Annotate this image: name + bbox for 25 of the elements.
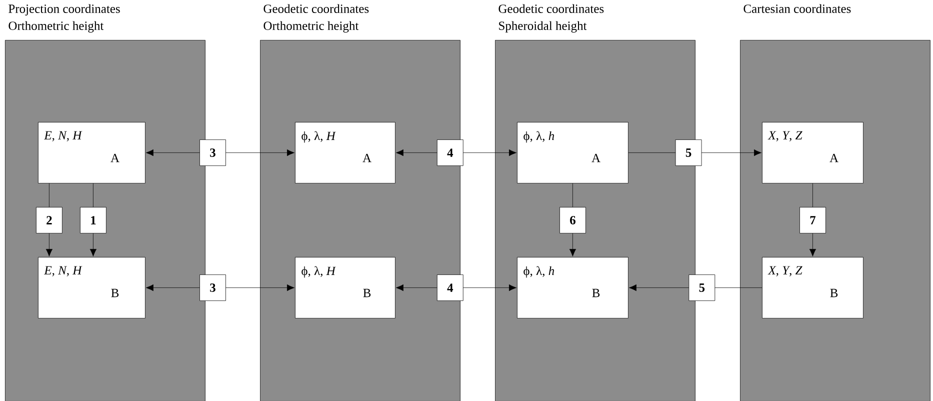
step-number: 6 (560, 207, 586, 234)
heading: Spheroidal height (499, 21, 587, 33)
step-number: 5 (675, 140, 702, 166)
heading: Projection coordinates (8, 4, 120, 16)
coordinate-box: E, N, H A (38, 122, 146, 184)
coordinate-box: ϕ, λ, h B (517, 257, 628, 318)
heading: Orthometric height (264, 21, 359, 33)
step-number: 1 (80, 207, 106, 234)
coordinate-box: ϕ, λ, h A (517, 122, 628, 184)
coordinate-box: ϕ, λ, H B (295, 257, 396, 318)
step-number: 2 (36, 207, 62, 234)
heading: Geodetic coordinates (498, 4, 604, 13)
heading: Geodetic coordinates (264, 4, 369, 13)
step-number: 4 (436, 274, 464, 301)
step-number: 3 (200, 140, 226, 166)
coordinate-box: E, N, H B (38, 257, 146, 318)
step-number: 5 (688, 274, 716, 301)
heading: Cartesian coordinates (744, 4, 851, 13)
coordinate-box: X, Y, Z A (762, 122, 864, 184)
step-number: 7 (800, 207, 826, 234)
coordinate-box: X, Y, Z B (762, 257, 864, 318)
step-number: 4 (436, 140, 464, 166)
heading: Orthometric height (8, 21, 104, 33)
step-number: 3 (200, 274, 226, 301)
coordinate-box: ϕ, λ, H A (295, 122, 396, 184)
